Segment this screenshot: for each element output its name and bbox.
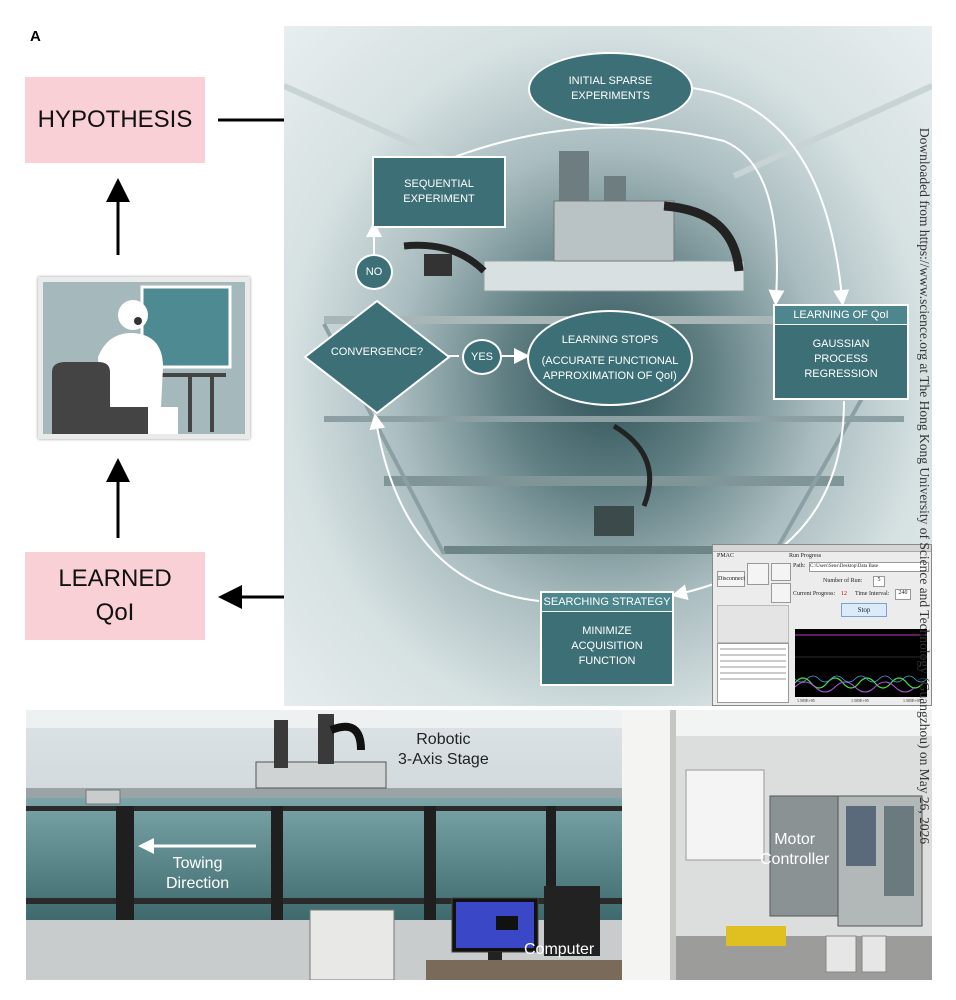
current-progress-value: 12 <box>841 591 847 597</box>
left-arrows <box>106 118 284 609</box>
motor-line2: Controller <box>760 851 830 868</box>
sequential-line2: EXPERIMENT <box>403 193 475 205</box>
yes-node: YES <box>462 339 502 375</box>
hypothesis-label: HYPOTHESIS <box>37 106 193 133</box>
robotic-stage-label: Robotic 3-Axis Stage <box>398 730 489 770</box>
convergence-label: CONVERGENCE? <box>330 346 424 358</box>
minimize-line1: MINIMIZE <box>582 625 632 637</box>
learned-qoi-box: LEARNED QoI <box>25 552 205 640</box>
power-button[interactable] <box>747 563 769 585</box>
learning-of-qoi-node: LEARNING OF QoI GAUSSIAN PROCESS REGRESS… <box>773 304 909 400</box>
learning-stops-title: LEARNING STOPS <box>561 333 659 346</box>
convergence-node <box>303 299 451 415</box>
search-to-convergence-arrow <box>369 413 540 602</box>
towing-direction-label: Towing Direction <box>166 854 229 894</box>
control-software-window: PMAC Run Progress Disconnect Path: C:\Us… <box>712 544 932 706</box>
axis-controls <box>717 605 789 643</box>
gpr-line2: PROCESS <box>814 353 868 365</box>
workflow-diagram: INITIAL SPARSE EXPERIMENTS SEQUENTIAL EX… <box>284 26 932 706</box>
initial-to-learning-arrow <box>691 87 850 306</box>
robotic-line2: 3-Axis Stage <box>398 751 489 768</box>
initial-line1: INITIAL SPARSE <box>568 75 653 87</box>
pmac-label: PMAC <box>717 553 735 559</box>
initial-experiments-node: INITIAL SPARSE EXPERIMENTS <box>528 52 693 126</box>
learning-stops-line2: APPROXIMATION OF QoI) <box>543 369 677 382</box>
number-runs-input[interactable]: 5 <box>873 576 885 587</box>
gpr-line1: GAUSSIAN <box>812 338 870 350</box>
searching-strategy-node: SEARCHING STRATEGY MINIMIZE ACQUISITION … <box>540 591 674 686</box>
computer-label: Computer <box>524 941 595 958</box>
no-node: NO <box>355 254 393 290</box>
current-progress-label: Current Progress: <box>793 591 836 597</box>
robotic-line1: Robotic <box>416 731 471 748</box>
axis-mid: 1.505E+05 <box>851 698 869 703</box>
motor-controller-label: Motor Controller <box>760 830 829 870</box>
searching-header: SEARCHING STRATEGY <box>542 593 672 612</box>
sequential-experiment-node: SEQUENTIAL EXPERIMENT <box>372 156 506 228</box>
learning-header: LEARNING OF QoI <box>775 306 907 325</box>
path-input[interactable]: C:\Users\Sens\Desktop\Data Base <box>809 562 929 572</box>
download-note: Downloaded from https://www.science.org … <box>917 127 932 845</box>
panel-a-label: A <box>30 28 41 45</box>
learned-label-line2: QoI <box>95 599 135 626</box>
motor-line1: Motor <box>774 831 816 848</box>
axis-left: 1.505E+05 <box>797 698 815 703</box>
reset-pmac-button[interactable] <box>771 583 791 603</box>
axis-right: 1.505E+05 <box>903 698 921 703</box>
towing-line2: Direction <box>166 875 230 892</box>
stop-button[interactable]: Stop <box>841 603 887 617</box>
disconnect-button[interactable]: Disconnect <box>717 571 745 587</box>
lab-photo: Robotic 3-Axis Stage Towing Direction Mo… <box>26 710 932 980</box>
number-runs-label: Number of Run: <box>823 578 863 584</box>
lab-photo-graphic <box>26 710 932 980</box>
researcher-icon <box>43 282 245 434</box>
minimize-line3: FUNCTION <box>578 655 636 667</box>
learning-stops-node: LEARNING STOPS (ACCURATE FUNCTIONAL APPR… <box>527 310 693 406</box>
learning-stops-line1: (ACCURATE FUNCTIONAL <box>541 354 679 367</box>
yes-label: YES <box>470 350 493 363</box>
learned-label-line1: LEARNED <box>58 565 172 592</box>
time-interval-input[interactable]: 240 <box>895 589 911 600</box>
towing-line1: Towing <box>172 855 223 872</box>
path-label: Path: <box>793 563 806 569</box>
hypothesis-box: HYPOTHESIS <box>25 77 205 163</box>
run-progress-title: Run Progress <box>789 553 822 559</box>
minimize-line2: ACQUISITION <box>571 640 643 652</box>
status-log <box>717 643 789 703</box>
researcher-illustration <box>38 277 250 439</box>
time-interval-label: Time Interval: <box>855 591 890 597</box>
sequential-line1: SEQUENTIAL <box>404 178 474 190</box>
gpr-line3: REGRESSION <box>804 368 878 380</box>
go-home-button[interactable] <box>771 563 791 581</box>
no-label: NO <box>365 265 383 278</box>
initial-line2: EXPERIMENTS <box>571 90 650 102</box>
signal-plot <box>795 629 927 697</box>
